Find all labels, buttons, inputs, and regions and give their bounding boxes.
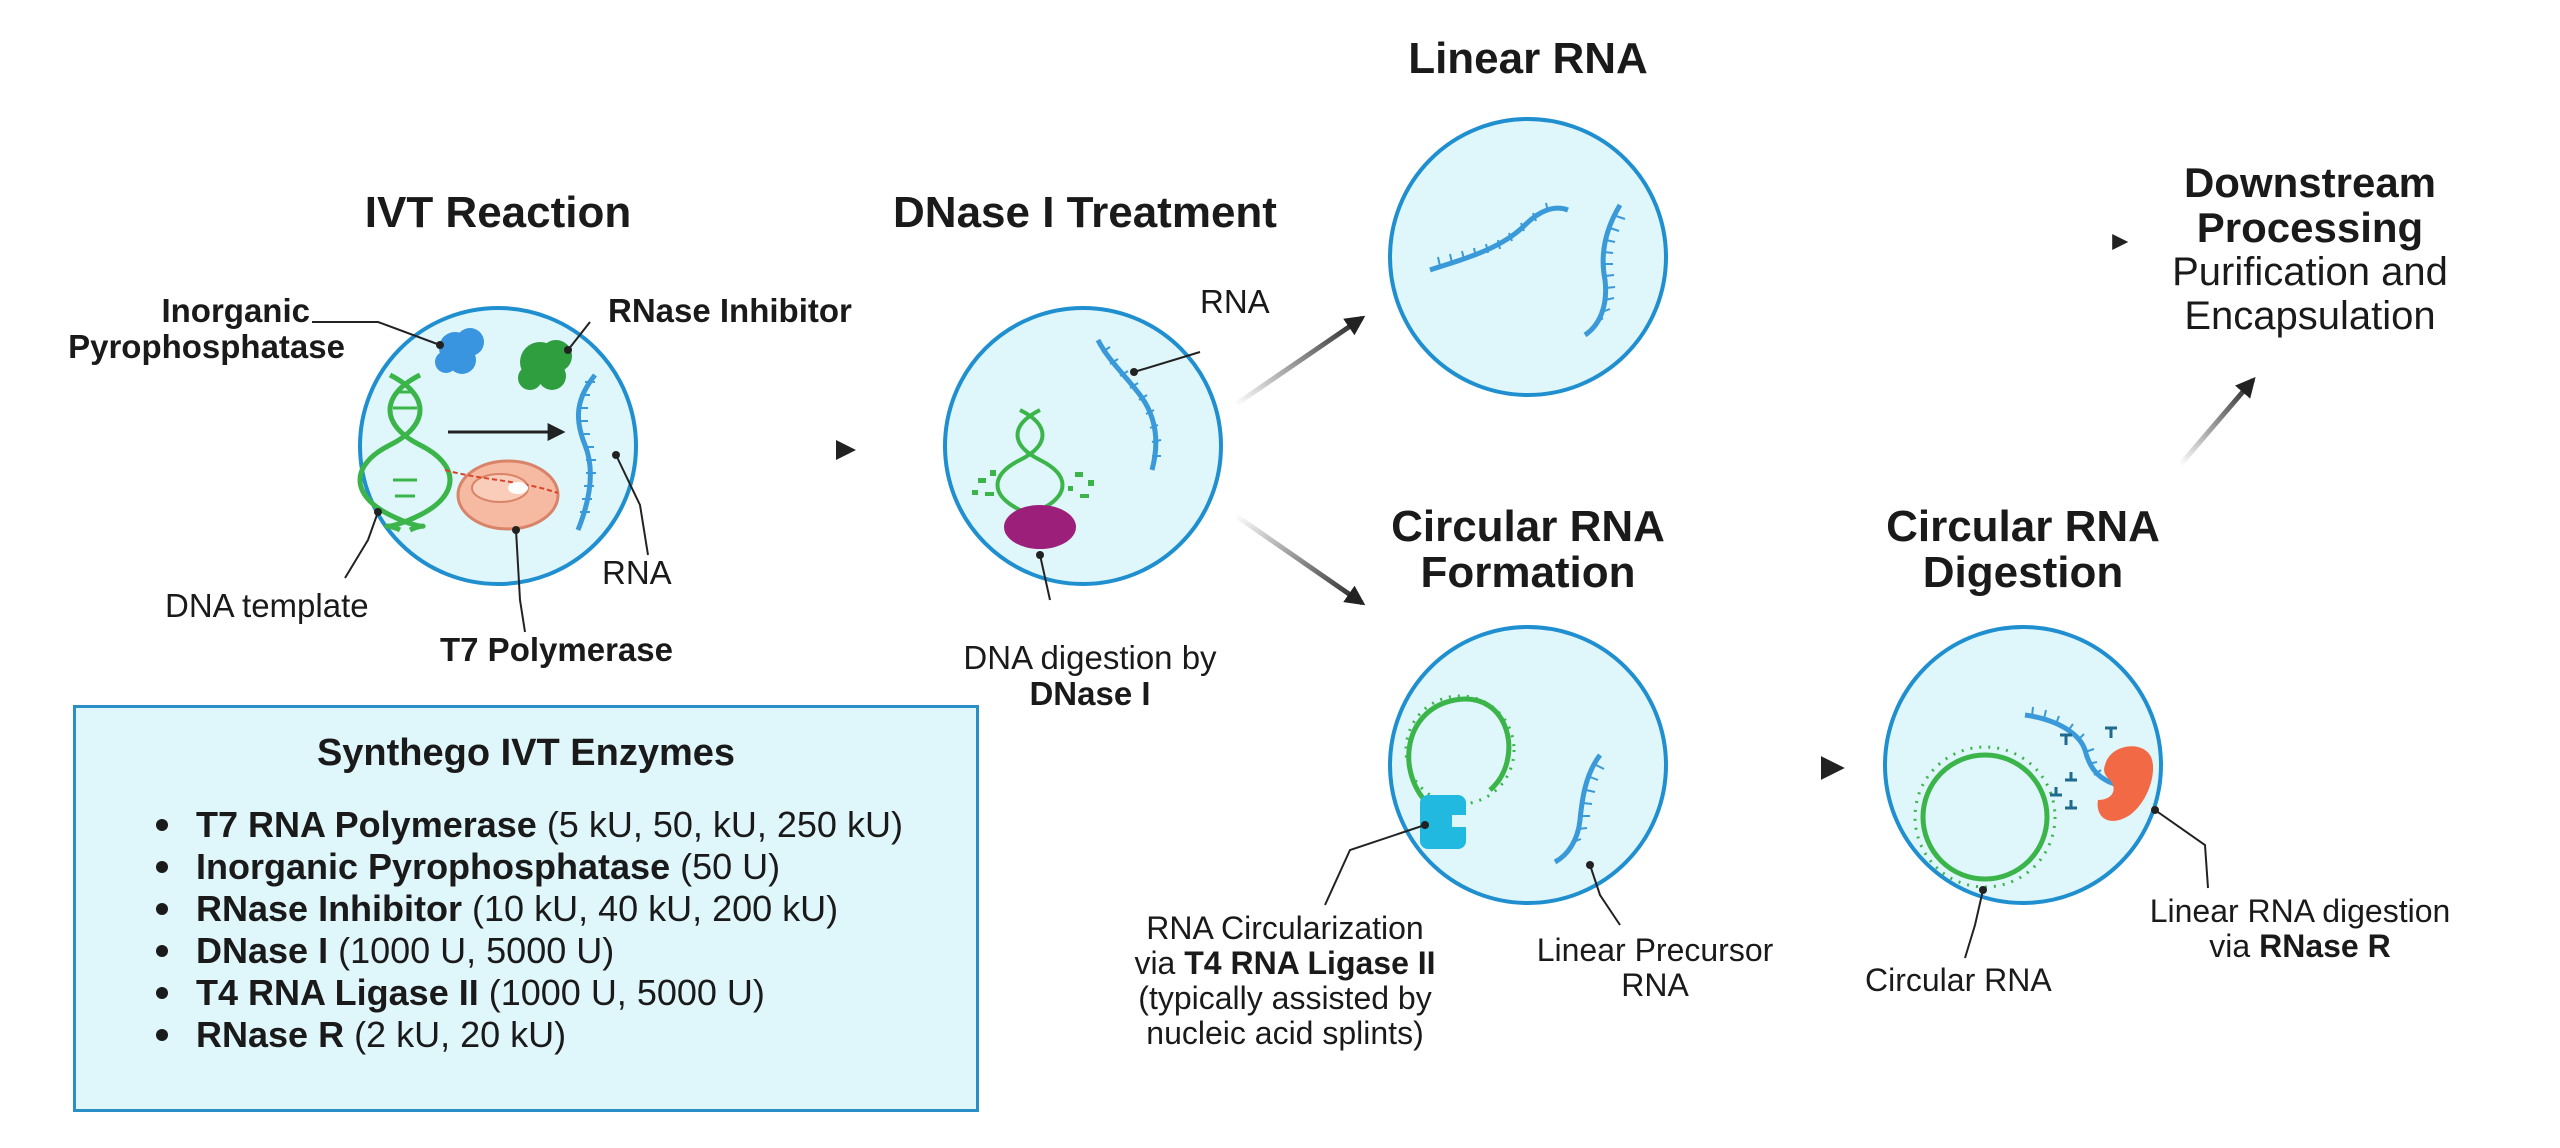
downstream-subtitle-2: Encapsulation bbox=[2184, 294, 2436, 338]
rnase-inhibitor-label: RNase Inhibitor bbox=[608, 292, 852, 329]
dnase-rna-leader-line bbox=[1133, 351, 1201, 373]
dnase-circle bbox=[943, 306, 1223, 586]
digested-linear-rna-icon bbox=[2024, 706, 2119, 788]
circ-form-title-1: Circular RNA bbox=[1391, 502, 1665, 551]
dnase-digestion-label-2: DNase I bbox=[1029, 675, 1151, 712]
circular-rna-leader-line bbox=[1964, 889, 1984, 959]
nucleotide-fragments-icon bbox=[2050, 726, 2117, 810]
ivt-circle bbox=[358, 306, 638, 586]
circ-dig-title-1: Circular RNA bbox=[1886, 502, 2160, 551]
dnase-enzyme-icon bbox=[1004, 505, 1076, 549]
dna-helix-icon bbox=[357, 372, 453, 533]
ppase-label-1: Inorganic bbox=[161, 292, 310, 329]
rnase-r-enzyme-icon bbox=[2097, 746, 2154, 821]
circularization-label-4: nucleic acid splints) bbox=[1146, 1015, 1424, 1051]
ppase-label-2: Pyrophosphatase bbox=[68, 328, 345, 365]
arrow-dnase-to-linear bbox=[1233, 315, 1366, 408]
enzymes-list: T7 RNA Polymerase (5 kU, 50, kU, 250 kU)… bbox=[156, 804, 903, 1056]
enzyme-item: Inorganic Pyrophosphatase (50 U) bbox=[156, 846, 903, 888]
dna-fragments-icon bbox=[972, 470, 1094, 498]
rnase-inhibitor-icon bbox=[518, 340, 572, 390]
ivt-title: IVT Reaction bbox=[364, 188, 632, 237]
t7-polymerase-icon bbox=[444, 459, 560, 531]
dnase-digestion-leader-line bbox=[1039, 554, 1051, 601]
enzyme-item: RNase Inhibitor (10 kU, 40 kU, 200 kU) bbox=[156, 888, 903, 930]
enzymes-panel: Synthego IVT Enzymes T7 RNA Polymerase (… bbox=[73, 705, 979, 1112]
enzyme-item: DNase I (1000 U, 5000 U) bbox=[156, 930, 903, 972]
ppase-leader-line bbox=[312, 321, 441, 346]
downstream-title-1: Downstream bbox=[2183, 159, 2437, 206]
t7-polymerase-label: T7 Polymerase bbox=[440, 631, 673, 668]
circularization-label-1: RNA Circularization bbox=[1146, 910, 1424, 946]
enzyme-item: RNase R (2 kU, 20 kU) bbox=[156, 1014, 903, 1056]
downstream-subtitle-1: Purification and bbox=[2172, 250, 2448, 294]
circ-dig-title-2: Digestion bbox=[1922, 548, 2124, 597]
circularization-leader-line bbox=[1324, 824, 1426, 906]
linear-rna-strands-icon bbox=[1429, 202, 1626, 338]
precursor-leader-line bbox=[1589, 864, 1621, 926]
dnase-rna-label: RNA bbox=[1200, 283, 1270, 320]
enzyme-item: T7 RNA Polymerase (5 kU, 50, kU, 250 kU) bbox=[156, 804, 903, 846]
dnase-rna-strand-icon bbox=[1095, 338, 1162, 471]
circ-form-circle bbox=[1388, 625, 1668, 905]
dnase-dna-helix-icon bbox=[995, 408, 1065, 512]
precursor-label-1: Linear Precursor bbox=[1536, 932, 1774, 968]
linear-rna-circle bbox=[1388, 117, 1668, 397]
ivt-rna-label: RNA bbox=[602, 554, 672, 591]
forming-circular-rna-icon bbox=[1404, 694, 1516, 812]
rnase-r-label-1: Linear RNA digestion bbox=[2149, 893, 2451, 929]
dna-template-label: DNA template bbox=[165, 587, 369, 624]
rnase-r-leader-line bbox=[2154, 809, 2209, 889]
rna-leader-line bbox=[615, 454, 649, 556]
rnase-inhibitor-leader-line bbox=[567, 321, 591, 351]
dnase-title: DNase I Treatment bbox=[893, 188, 1277, 237]
enzymes-title: Synthego IVT Enzymes bbox=[316, 732, 736, 774]
ivt-rna-strand-icon bbox=[575, 373, 597, 531]
circular-rna-label: Circular RNA bbox=[1865, 962, 2052, 998]
t4-ligase-icon bbox=[1420, 795, 1466, 849]
dna-template-leader-line bbox=[344, 511, 379, 579]
pyrophosphatase-icon bbox=[435, 328, 484, 374]
precursor-label-2: RNA bbox=[1621, 967, 1689, 1003]
t7-leader-line bbox=[515, 529, 526, 633]
arrow-dnase-to-circ-form bbox=[1233, 512, 1366, 606]
linear-precursor-rna-icon bbox=[1553, 753, 1605, 865]
arrow-circ-dig-to-downstream bbox=[2178, 376, 2256, 467]
rnase-r-label-2: via RNase R bbox=[2209, 928, 2391, 964]
enzyme-item: T4 RNA Ligase II (1000 U, 5000 U) bbox=[156, 972, 903, 1014]
linear-rna-title: Linear RNA bbox=[1408, 34, 1648, 83]
downstream-title-2: Processing bbox=[2196, 204, 2424, 251]
circularization-label-2: via T4 RNA Ligase II bbox=[1134, 945, 1436, 981]
dnase-digestion-label-1: DNA digestion by bbox=[963, 639, 1217, 676]
circ-form-title-2: Formation bbox=[1420, 548, 1636, 597]
circularization-label-3: (typically assisted by bbox=[1138, 980, 1432, 1016]
